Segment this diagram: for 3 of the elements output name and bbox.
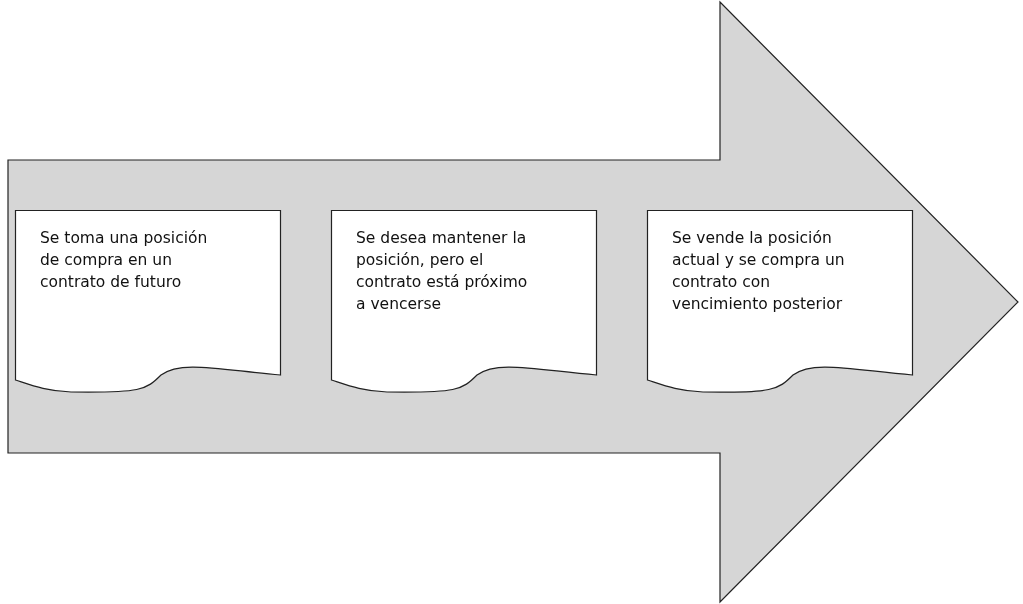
step-text: Se toma una posición de compra en un contrato de futuro xyxy=(40,228,209,293)
step-text: Se vende la posición actual y se compra un contrato con vencimiento posterior xyxy=(672,228,846,315)
step-text: Se desea mantener la posición, pero el contrato está próximo a vencerse xyxy=(356,228,529,315)
